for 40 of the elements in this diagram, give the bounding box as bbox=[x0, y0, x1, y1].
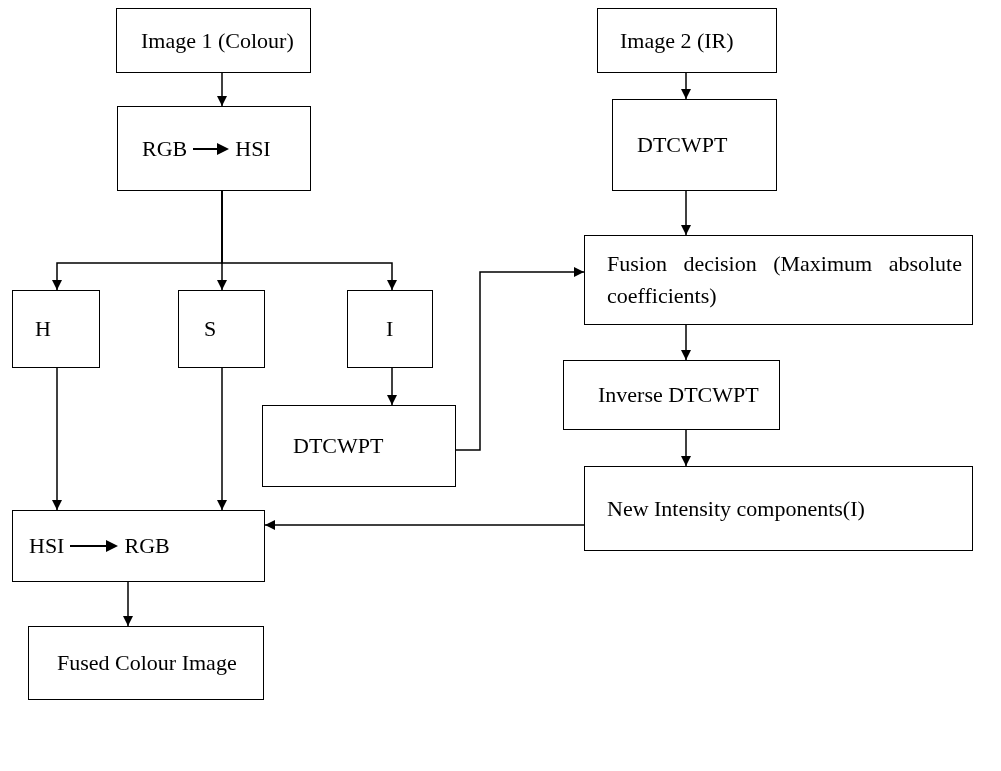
arrow bbox=[264, 520, 585, 530]
box-label: Fusion decision (Maximum absolute coefficients) bbox=[607, 250, 962, 310]
box-label: Image 1 (Colour) bbox=[141, 26, 294, 55]
box-label: Image 2 (IR) bbox=[620, 26, 734, 55]
arrow bbox=[123, 581, 133, 627]
box-label: RGB bbox=[124, 532, 170, 561]
arrow bbox=[221, 190, 397, 291]
box-label: New Intensity components(I) bbox=[607, 494, 865, 523]
process-box bbox=[28, 626, 264, 700]
box-label: RGB bbox=[142, 134, 188, 163]
process-box bbox=[347, 290, 433, 368]
arrow bbox=[455, 267, 585, 451]
box-label: I bbox=[386, 315, 394, 344]
process-box bbox=[584, 466, 973, 551]
process-box bbox=[262, 405, 456, 487]
box-label: Fused Colour Image bbox=[57, 649, 237, 678]
arrow bbox=[681, 429, 691, 467]
box-label: HSI bbox=[29, 532, 65, 561]
process-box bbox=[12, 510, 265, 582]
arrow bbox=[217, 72, 227, 107]
box-label: DTCWPT bbox=[637, 131, 728, 160]
arrow bbox=[217, 367, 227, 511]
process-box bbox=[597, 8, 777, 73]
process-box bbox=[612, 99, 777, 191]
box-label: DTCWPT bbox=[293, 432, 384, 461]
process-box bbox=[12, 290, 100, 368]
box-label: Inverse DTCWPT bbox=[598, 381, 759, 410]
box-label: HSI bbox=[235, 134, 271, 163]
process-box bbox=[116, 8, 311, 73]
box-label: H bbox=[35, 315, 51, 344]
process-box bbox=[117, 106, 311, 191]
box-label: S bbox=[204, 315, 217, 344]
process-box bbox=[563, 360, 780, 430]
arrow bbox=[52, 367, 62, 511]
arrow bbox=[387, 367, 397, 406]
arrow bbox=[681, 72, 691, 100]
arrow bbox=[681, 324, 691, 361]
process-box bbox=[584, 235, 973, 325]
arrow bbox=[681, 190, 691, 236]
process-box bbox=[178, 290, 265, 368]
